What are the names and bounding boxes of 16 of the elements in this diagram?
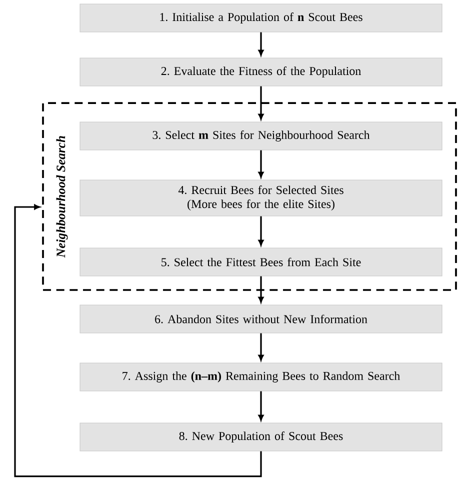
arrow [258, 333, 264, 361]
process-box: 6. Abandon Sites without New Information [80, 304, 442, 334]
process-box: 8. New Population of Scout Bees [80, 422, 442, 452]
process-box: 2. Evaluate the Fitness of the Population [80, 58, 442, 86]
process-box: 7. Assign the (n–m) Remaining Bees to Random Search [80, 362, 442, 392]
process-box: 1. Initialise a Population of n Scout Bees [80, 4, 442, 32]
arrow [258, 391, 264, 421]
process-box: 5. Select the Fittest Bees from Each Site [80, 248, 442, 276]
arrow [258, 86, 264, 120]
process-box: 3. Select m Sites for Neighbourhood Search [80, 122, 442, 150]
process-box: 4. Recruit Bees for Selected Sites (More bees for the elite Sites) [80, 180, 442, 216]
arrow [14, 204, 262, 478]
arrow [258, 216, 264, 246]
arrow [258, 32, 264, 56]
arrow [258, 150, 264, 178]
arrow [258, 276, 264, 303]
